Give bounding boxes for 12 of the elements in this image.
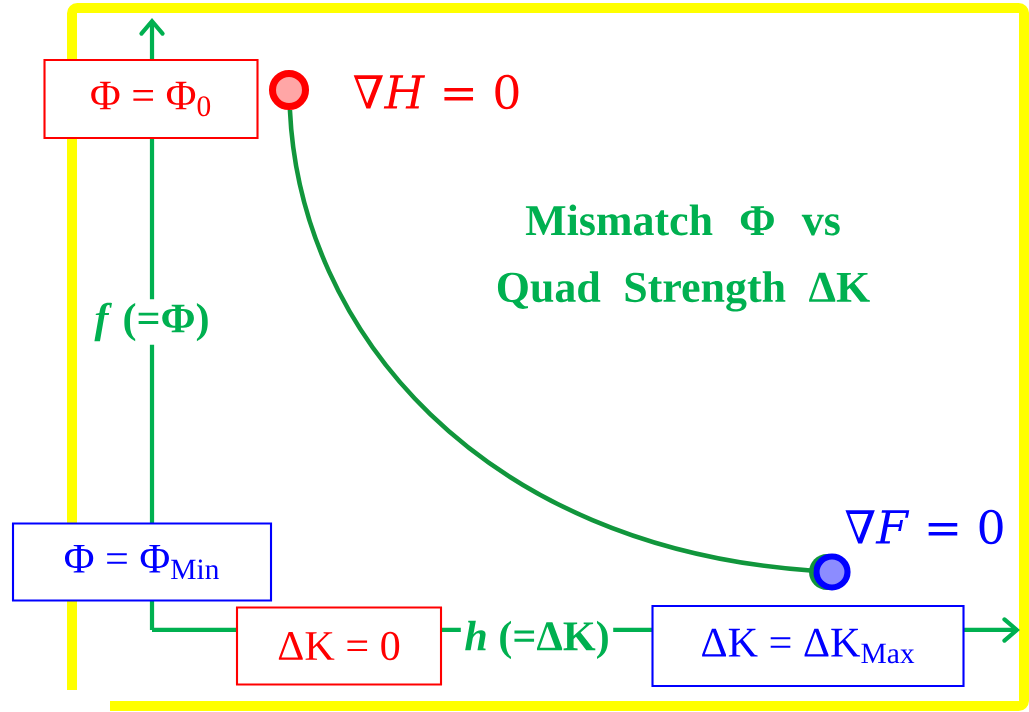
formula-label: ∇F = 0 [845,509,1003,545]
point-marker [809,553,851,591]
formula-label: ∇H = 0 [353,74,519,110]
point-marker [269,69,310,110]
formula-box: ΔK = ΔK$_{Max}$ [651,604,965,688]
title: Mismatch Φ vs Quad Strength ΔK [497,204,870,312]
formula-box: Φ = Φ$_{0}$ [43,58,259,140]
axis-label: h (=ΔK) [460,617,614,663]
curve [287,109,814,573]
axis-label: f (=Φ) [90,299,214,345]
formula-box: Φ = Φ$_{Min}$ [11,522,273,602]
formula-box: ΔK = 0 [235,606,443,686]
